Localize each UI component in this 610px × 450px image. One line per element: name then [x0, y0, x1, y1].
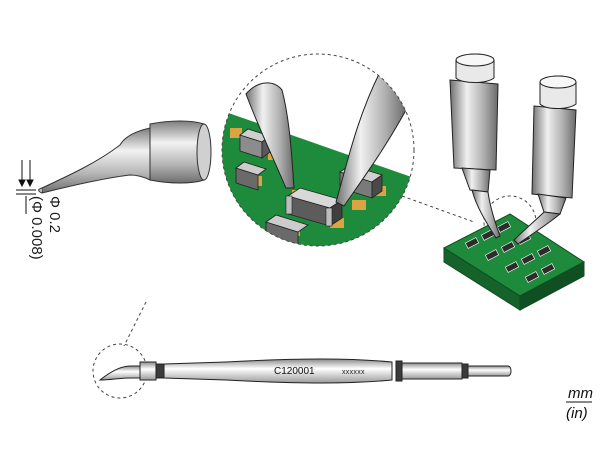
- tweezer-right: [513, 75, 577, 245]
- tweezer-right-cap-top: [539, 75, 577, 89]
- cartridge-full: C120001 xxxxxx: [98, 358, 512, 384]
- cartridge-pin: [467, 365, 512, 377]
- cartridge-body: [163, 358, 393, 384]
- tweezer-left-cap-top: [455, 53, 495, 67]
- dimension-label: Φ 0.2 (Φ 0.008): [28, 196, 63, 260]
- dimension-marker: [16, 160, 36, 214]
- tweezer-right-body: [531, 105, 577, 199]
- dimension-in: (Φ 0.008): [28, 196, 45, 260]
- tweezer-left-body: [449, 79, 499, 171]
- tweezer-right-collar: [537, 193, 567, 215]
- cartridge-band: [395, 360, 403, 382]
- tweezer-left-tip: [471, 189, 501, 239]
- tip-detail-view: [38, 120, 212, 194]
- cartridge-rear: [401, 362, 463, 380]
- cartridge-tip: [98, 365, 143, 381]
- unit-legend: mm (in): [566, 385, 593, 422]
- zoom-component-2: [285, 187, 343, 227]
- zoom-circle-outline: [221, 53, 415, 247]
- tip-detail-cone: [41, 127, 151, 194]
- cartridge-leader-line: [123, 301, 147, 347]
- tip-detail-point: [38, 187, 43, 194]
- pcb-side: [519, 261, 585, 311]
- tip-detail-collar: [149, 120, 205, 184]
- zoom-component-4: [235, 161, 267, 191]
- unit-secondary: (in): [566, 405, 588, 422]
- tweezer-left-collar: [461, 167, 491, 193]
- cartridge-collar: [139, 361, 157, 381]
- pcb-board: [442, 213, 585, 311]
- cartridge-rear-ring: [461, 363, 469, 379]
- dimension-mm: Φ 0.2: [46, 196, 63, 233]
- tweezer-left: [449, 53, 501, 239]
- cartridge-model-label: C120001: [274, 366, 315, 377]
- cartridge-code-label: xxxxxx: [342, 369, 365, 376]
- cartridge-collar-ring: [155, 363, 165, 379]
- tweezer-right-tip: [513, 211, 562, 245]
- unit-primary: mm: [568, 385, 593, 402]
- zoom-tweezer-left: [245, 82, 295, 189]
- zoom-connector-line: [401, 195, 475, 223]
- tip-detail-collar-face: [196, 123, 212, 181]
- zoom-detail: [221, 53, 415, 247]
